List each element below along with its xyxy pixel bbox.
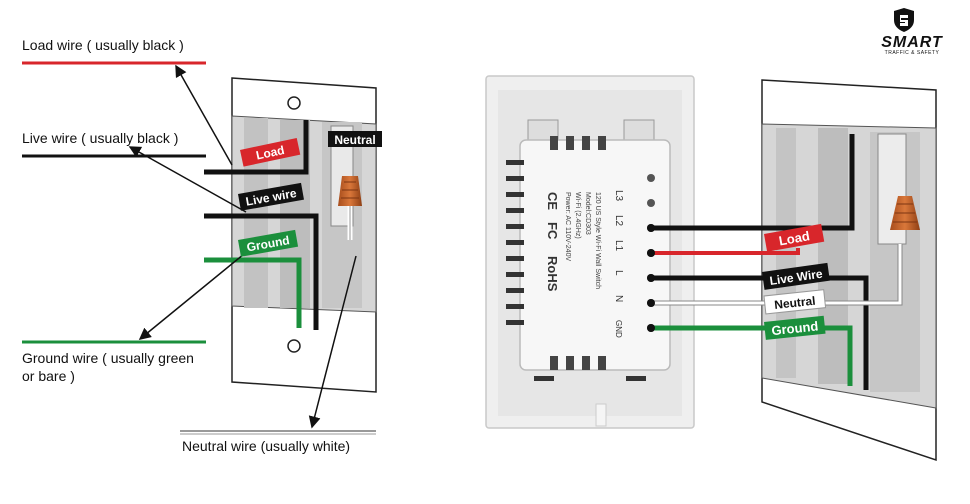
brand-name: SMART <box>881 34 943 51</box>
right-live-tag: Live Wire <box>762 262 830 290</box>
right-wall-box <box>761 79 937 462</box>
terminal-label-l2: L2 <box>613 215 624 227</box>
right-load-tag: Load <box>764 223 825 252</box>
terminal-label-l3: L3 <box>613 190 624 202</box>
switch-back <box>485 75 695 429</box>
right-ground-tag: Ground <box>764 315 826 340</box>
fc-mark: FC <box>545 222 560 240</box>
spec-line-2: Model:CD303 <box>584 192 591 235</box>
right-ground-tag-text: Ground <box>771 318 819 338</box>
terminal-label-l1: L1 <box>613 240 624 252</box>
brand-logo: SMART TRAFFIC & SAFETY <box>864 8 960 56</box>
neutral-wire-callout: Neutral wire (usually white) <box>182 438 351 454</box>
spec-line-1: 120 US Style Wi-Fi Wall Switch <box>594 192 601 289</box>
left-live-tag: Live wire <box>238 182 304 211</box>
left-neutral-tag-text: Neutral <box>334 133 375 147</box>
top-screw-hole <box>287 96 301 110</box>
brand-tagline: TRAFFIC & SAFETY <box>884 50 940 56</box>
left-load-tag-text: Load <box>255 143 286 163</box>
right-neutral-tag-text: Neutral <box>774 294 817 312</box>
right-load-tag-text: Load <box>778 228 811 248</box>
left-ground-tag: Ground <box>238 229 299 257</box>
terminal-label-gnd: GND <box>614 320 623 338</box>
terminal-label-n: N <box>613 295 624 302</box>
wire-nut-right <box>890 196 920 230</box>
load-wire-callout: Load wire ( usually black ) <box>22 37 184 53</box>
spec-line-3: Wi-Fi (2.4GHz) <box>574 192 581 239</box>
spec-line-4: Power: AC 110V-240V <box>564 192 571 261</box>
live-wire-callout: Live wire ( usually black ) <box>22 130 179 146</box>
ce-mark: CE <box>545 192 560 210</box>
wire-nut-left <box>338 176 362 206</box>
terminal-label-l: L <box>613 270 624 276</box>
left-load-tag: Load <box>240 137 301 167</box>
ground-wire-callout-line2: or bare ) <box>22 368 75 384</box>
right-neutral-tag: Neutral <box>763 289 827 315</box>
logo-shield-icon <box>894 8 914 32</box>
rohs-mark: RoHS <box>545 256 560 292</box>
left-neutral-tag: Neutral <box>328 131 382 147</box>
ground-wire-callout-line1: Ground wire ( usually green <box>22 350 194 366</box>
bottom-screw-hole <box>287 339 301 353</box>
